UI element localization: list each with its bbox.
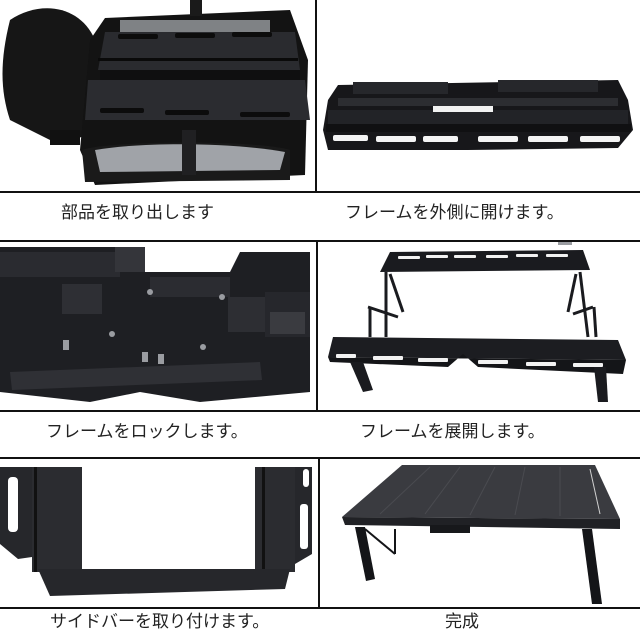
grid-divider-vertical-top <box>315 0 317 192</box>
step-4-caption: フレームを展開します。 <box>360 422 545 442</box>
step-3-caption: フレームをロックします。 <box>46 422 248 442</box>
step-2-caption: フレームを外側に開けます。 <box>345 203 564 223</box>
grid-divider-row1-bottom <box>0 191 640 193</box>
step-4-photo <box>318 242 640 410</box>
step-5-photo <box>0 459 318 607</box>
carry-bag-image <box>2 0 310 185</box>
step-2-photo <box>318 0 640 191</box>
completed-table-image <box>342 465 620 604</box>
step-3-photo <box>0 242 316 410</box>
grid-divider-row3-bottom <box>0 607 640 609</box>
grid-divider-vertical-bottom <box>318 457 320 609</box>
unfolded-frame-image <box>328 242 626 402</box>
side-bar-image <box>0 467 312 596</box>
frame-lock-image <box>0 242 316 410</box>
step-5-caption: サイドバーを取り付けます。 <box>50 612 270 632</box>
grid-divider-row2-top <box>0 240 640 242</box>
grid-divider-vertical-middle <box>316 240 318 412</box>
step-1-photo <box>0 0 315 191</box>
step-1-caption: 部品を取り出します <box>61 203 214 223</box>
folded-frame-image <box>323 80 633 150</box>
grid-divider-row2-bottom <box>0 410 640 412</box>
step-6-photo <box>320 459 640 607</box>
step-6-caption: 完成 <box>445 612 479 632</box>
grid-divider-row3-top <box>0 457 640 459</box>
